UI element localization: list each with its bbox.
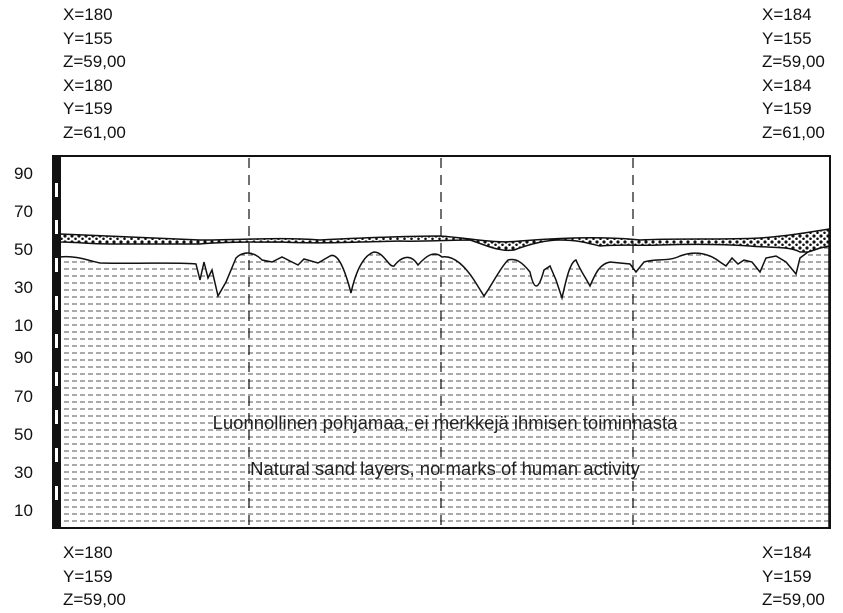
coord-y: Y=155 <box>63 28 113 48</box>
depth-tick-label: 90 <box>14 164 33 183</box>
coord-y: Y=159 <box>63 99 113 118</box>
coord-z: Z=59,00 <box>762 590 825 609</box>
depth-tick-label: 30 <box>14 463 33 482</box>
coord-y: Y=155 <box>762 28 812 48</box>
coord-x: X=184 <box>762 75 812 95</box>
top-right-coordinates: X=184 Y=155 Z=59,00 X=184 Y=159 Z=61,00 <box>762 3 825 144</box>
depth-tick-label: 70 <box>14 202 33 221</box>
depth-tick-label: 30 <box>14 278 33 297</box>
gravel-layer <box>59 228 830 253</box>
top-left-coordinates: X=180 Y=155 Z=59,00 X=180 Y=159 Z=61,00 <box>63 3 126 144</box>
depth-tick-label: 10 <box>14 316 33 335</box>
coord-x: X=180 <box>63 543 113 562</box>
coord-z: Z=61,00 <box>63 122 126 142</box>
caption-finnish: Luonnollinen pohjamaa, ei merkkejä ihmis… <box>213 412 679 433</box>
coord-z: Z=59,00 <box>63 52 126 71</box>
coord-x: X=184 <box>762 543 812 562</box>
coord-z: Z=59,00 <box>63 590 126 609</box>
bottom-right-coordinates: X=184 Y=159 Z=59,00 <box>762 541 825 612</box>
coord-z: Z=59,00 <box>762 52 825 71</box>
scale-bar-ticks <box>55 183 58 500</box>
depth-tick-label: 10 <box>14 501 33 520</box>
coord-y: Y=159 <box>762 566 812 586</box>
bottom-left-coordinates: X=180 Y=159 Z=59,00 <box>63 541 126 612</box>
coord-y: Y=159 <box>63 566 113 586</box>
depth-tick-label: 50 <box>14 425 33 444</box>
coord-x: X=180 <box>63 5 113 24</box>
depth-tick-label: 90 <box>14 348 33 367</box>
coord-z: Z=61,00 <box>762 122 825 142</box>
coord-x: X=184 <box>762 5 812 24</box>
coord-y: Y=159 <box>762 99 812 118</box>
sand-layer <box>59 245 830 529</box>
depth-tick-label: 50 <box>14 240 33 259</box>
depth-tick-label: 70 <box>14 387 33 406</box>
coord-x: X=180 <box>63 75 113 95</box>
caption-english: Natural sand layers, no marks of human a… <box>250 458 640 479</box>
